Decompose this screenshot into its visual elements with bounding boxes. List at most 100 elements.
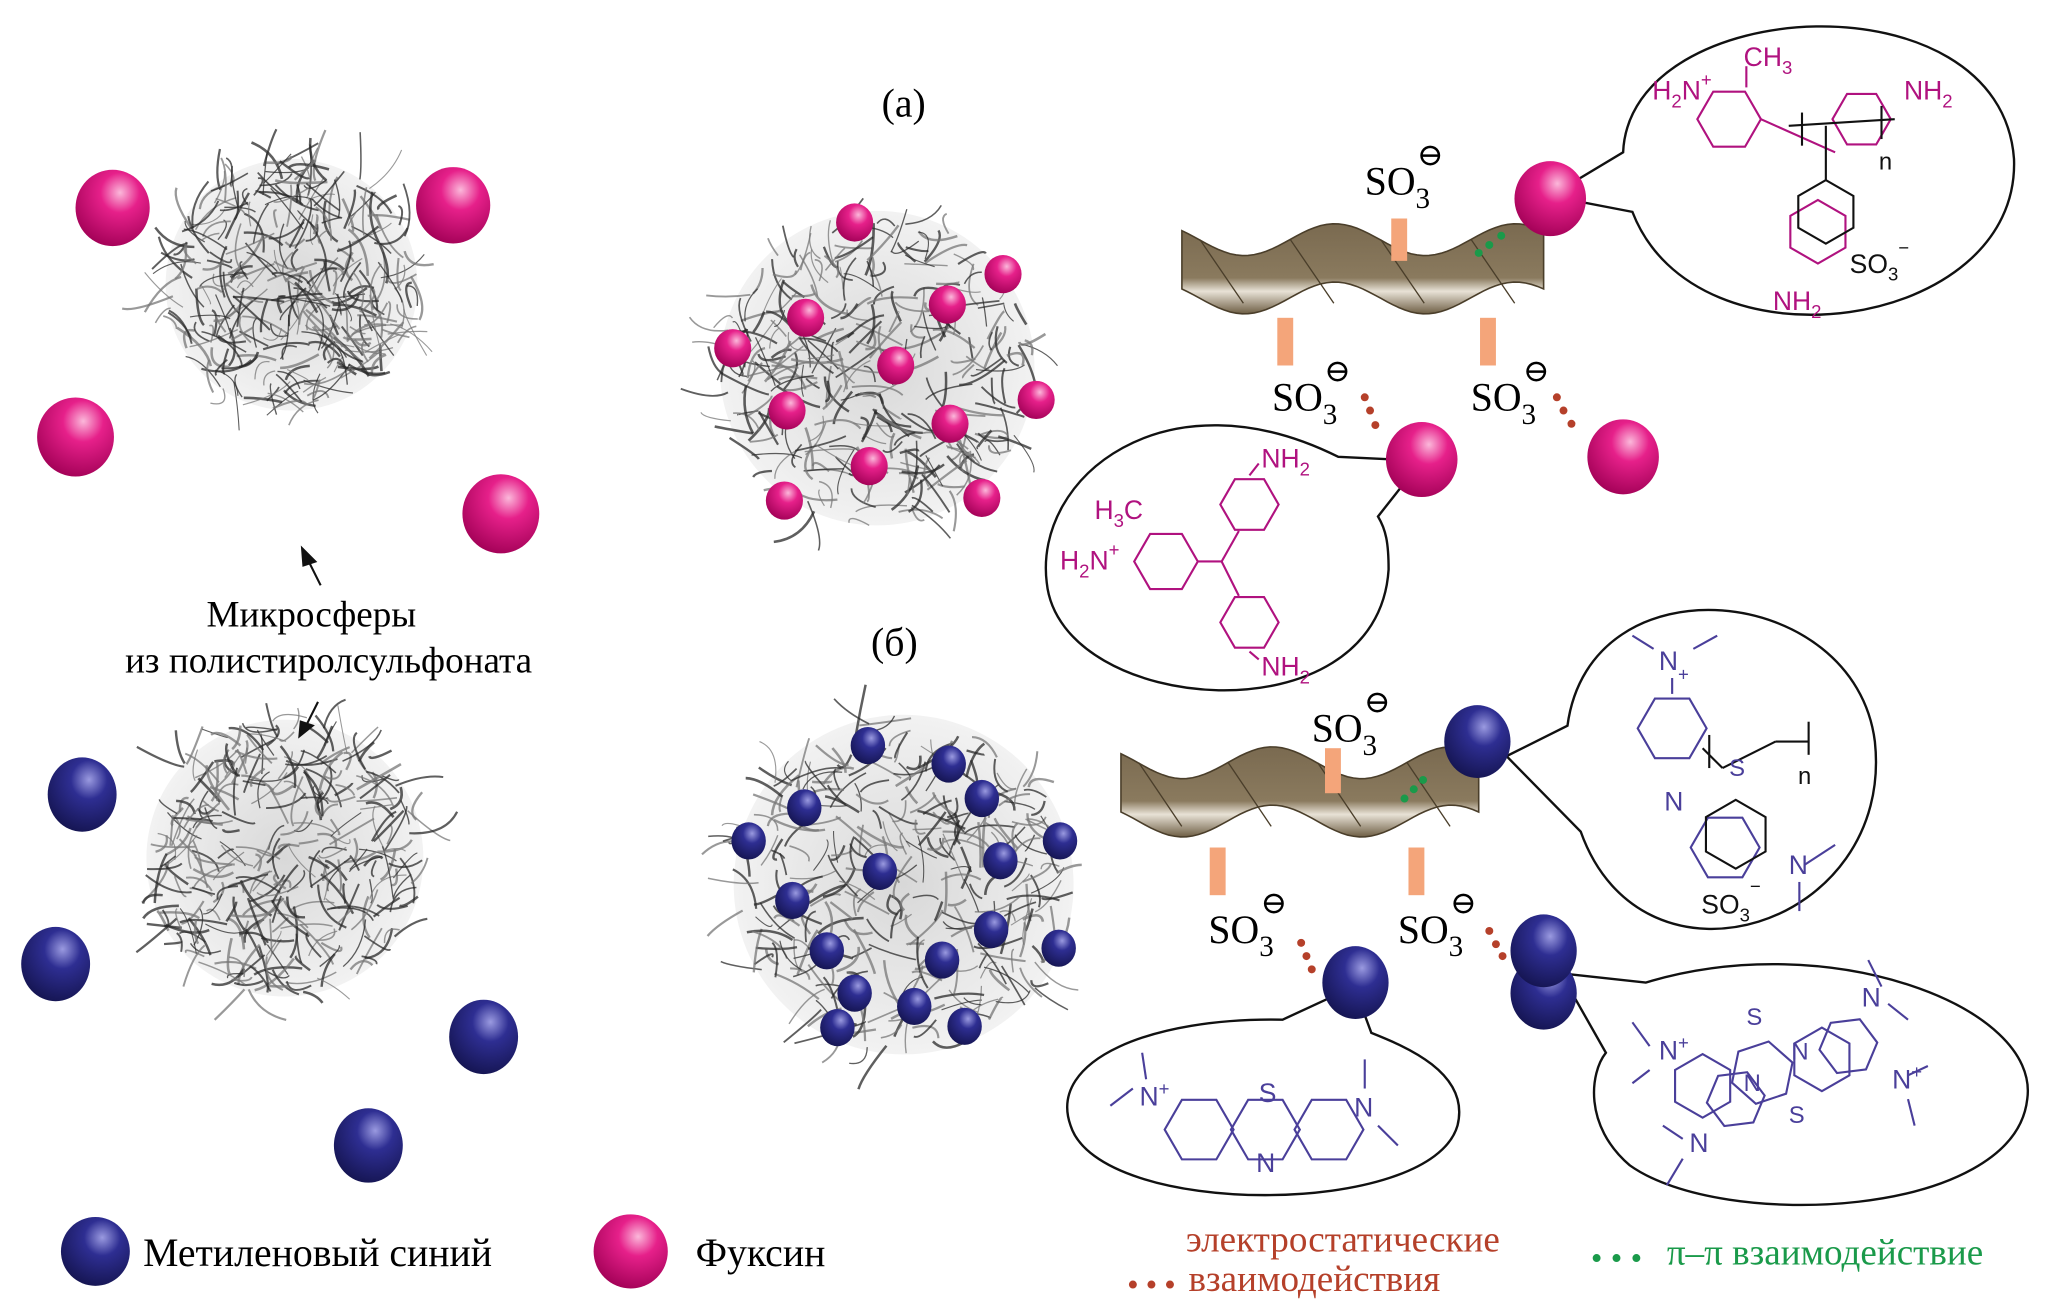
polymer-fiber bbox=[825, 380, 831, 403]
polymer-fiber bbox=[236, 287, 245, 327]
polymer-fiber bbox=[911, 970, 943, 982]
polymer-fiber bbox=[836, 946, 860, 973]
polymer-fiber bbox=[827, 854, 859, 897]
polymer-fiber bbox=[746, 929, 794, 942]
polymer-fiber bbox=[181, 200, 220, 233]
chemical-bond bbox=[1248, 462, 1260, 477]
polymer-fiber bbox=[905, 840, 938, 859]
polymer-fiber bbox=[337, 705, 348, 755]
polymer-fiber bbox=[321, 217, 341, 224]
polymer-fiber bbox=[269, 918, 273, 954]
polymer-fiber bbox=[313, 170, 345, 207]
polymer-fiber bbox=[174, 243, 188, 280]
polymer-fiber bbox=[720, 364, 726, 383]
polymer-fiber bbox=[191, 886, 216, 895]
polymer-fiber bbox=[886, 893, 899, 916]
polymer-fiber bbox=[959, 359, 1006, 386]
polymer-fiber bbox=[352, 731, 367, 770]
polymer-fiber bbox=[864, 844, 888, 857]
polymer-fiber bbox=[380, 254, 425, 279]
polymer-fiber bbox=[322, 329, 364, 364]
polymer-fiber bbox=[798, 254, 819, 297]
polymer-fiber bbox=[942, 212, 950, 235]
polymer-fiber bbox=[815, 744, 849, 767]
polymer-fiber bbox=[347, 363, 386, 375]
chem-label-n: N bbox=[1789, 850, 1808, 880]
polymer-fiber bbox=[195, 288, 205, 327]
polymer-fiber bbox=[919, 335, 926, 359]
benzene-ring bbox=[1689, 816, 1761, 879]
chemical-bond bbox=[1631, 1021, 1651, 1047]
polymer-fiber bbox=[363, 855, 384, 867]
polymer-fiber bbox=[213, 988, 246, 1021]
polymer-fiber bbox=[824, 247, 846, 271]
polymer-fiber bbox=[255, 853, 263, 872]
polymer-fiber bbox=[358, 269, 379, 311]
polymer-fiber bbox=[232, 295, 271, 331]
polymer-fiber bbox=[839, 880, 876, 901]
helix-edge bbox=[1199, 239, 1244, 304]
polymer-fiber bbox=[851, 947, 872, 959]
polymer-fiber bbox=[755, 916, 773, 927]
polymer-fiber bbox=[774, 972, 820, 1000]
benzene-ring bbox=[1730, 1040, 1794, 1105]
polymer-fiber bbox=[298, 177, 325, 221]
chemical-bond bbox=[1662, 1124, 1684, 1140]
polymer-fiber bbox=[175, 907, 182, 929]
polymer-fiber bbox=[963, 271, 982, 285]
polymer-fiber bbox=[319, 944, 341, 968]
legend-fuchsin-ball-icon bbox=[593, 1214, 668, 1289]
polymer-fiber bbox=[818, 489, 825, 507]
polymer-fiber bbox=[830, 845, 846, 861]
polymer-fiber bbox=[814, 419, 862, 430]
polymer-fiber bbox=[266, 390, 299, 416]
polymer-fiber bbox=[916, 936, 929, 989]
polymer-fiber bbox=[790, 767, 842, 782]
polymer-fiber bbox=[286, 184, 293, 227]
polymer-fiber bbox=[386, 300, 392, 324]
polymer-fiber bbox=[860, 409, 878, 443]
polymer-fiber bbox=[361, 955, 378, 965]
polymer-fiber bbox=[206, 259, 233, 269]
chem-label-s: S bbox=[1789, 1102, 1805, 1129]
chem-label-n-plus: N+ bbox=[1659, 1032, 1689, 1066]
polymer-fiber bbox=[158, 799, 178, 815]
polymer-fiber bbox=[383, 805, 408, 852]
polymer-fiber bbox=[889, 432, 896, 459]
polymer-fiber bbox=[183, 244, 197, 265]
polymer-fiber bbox=[374, 227, 409, 245]
polymer-fiber bbox=[144, 272, 184, 308]
methylene-blue-structure: N+ N S N bbox=[1109, 1052, 1399, 1178]
methylene-blue-molecule-ball bbox=[862, 852, 898, 890]
polymer-fiber bbox=[1013, 302, 1028, 326]
fuchsin-molecule-ball bbox=[963, 478, 1001, 518]
polymer-fiber bbox=[857, 1044, 888, 1090]
polymer-fiber bbox=[249, 965, 272, 992]
helix-edge bbox=[1380, 239, 1425, 304]
polymer-fiber bbox=[318, 751, 344, 791]
polymer-fiber bbox=[774, 310, 786, 327]
polymer-fiber bbox=[402, 183, 411, 237]
polymer-fiber bbox=[808, 225, 821, 260]
polymer-fiber bbox=[966, 749, 986, 756]
polymer-fiber bbox=[192, 864, 233, 889]
fuchsin-molecule-ball bbox=[931, 404, 969, 443]
polymer-fiber bbox=[872, 809, 883, 829]
chem-label-nh2: NH2 bbox=[1773, 286, 1822, 322]
polymer-fiber bbox=[829, 772, 867, 808]
chemical-bond bbox=[1220, 530, 1240, 563]
polymer-fiber bbox=[914, 325, 947, 330]
polymer-fiber bbox=[150, 843, 196, 849]
polymer-fiber bbox=[368, 749, 393, 760]
polymer-fiber bbox=[169, 815, 174, 846]
polymer-fiber bbox=[807, 500, 821, 551]
polymer-fiber bbox=[779, 940, 802, 971]
polymer-fiber bbox=[791, 443, 803, 469]
chem-label-nh2: NH2 bbox=[1904, 75, 1953, 111]
polymer-fiber bbox=[219, 201, 249, 212]
polymer-fiber bbox=[793, 248, 799, 268]
polymer-fiber bbox=[323, 334, 363, 363]
polymer-fiber bbox=[143, 275, 182, 313]
polymer-fiber bbox=[808, 415, 825, 442]
fuchsin-molecule-ball bbox=[928, 285, 966, 324]
